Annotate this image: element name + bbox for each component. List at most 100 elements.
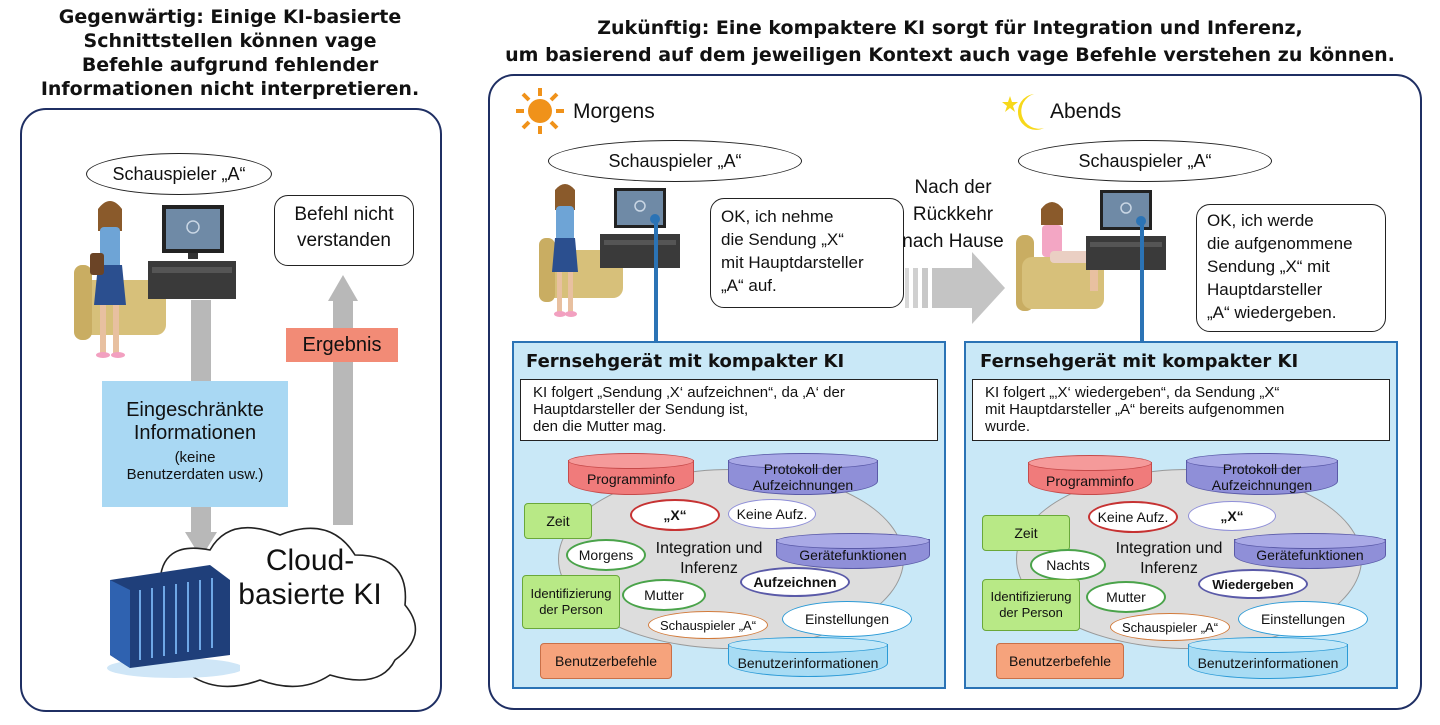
cloud-label-2: basierte KI (238, 578, 382, 611)
time-box: Zeit (982, 515, 1070, 551)
reply-box-left: Befehl nicht verstanden (274, 195, 414, 266)
info-line-2: Hauptdarsteller der Sendung ist, (533, 401, 749, 418)
person-identification-line-2: der Person (999, 605, 1063, 620)
left-title-line-3: Befehle aufgrund fehlender (81, 54, 379, 76)
action-oval: Wiedergeben (1198, 569, 1308, 599)
reply-line-1: OK, ich nehme (721, 207, 834, 226)
speech-bubble-actor-evening: Schauspieler „A“ (1018, 140, 1272, 182)
speech-bubble-text: Schauspieler „A“ (608, 151, 742, 171)
reply-line-3: Sendung „X“ mit (1207, 257, 1330, 276)
server-rack-icon (100, 560, 243, 680)
user-info-database: Benutzerinformationen (728, 637, 888, 677)
cloud-ai-label: Cloud- basierte KI (230, 544, 390, 612)
transition-label: Nach der Rückkehr nach Hause (898, 174, 1008, 255)
info-line-3: den die Mutter mag. (533, 418, 667, 435)
program-x-oval: „X“ (1188, 501, 1276, 531)
limited-info-sub-2: Benutzerdaten usw.) (126, 466, 264, 483)
database-label-line-1: Protokoll der (1222, 461, 1302, 477)
mother-oval: Mutter (622, 579, 706, 611)
database-label: Protokoll der Aufzeichnungen (1186, 461, 1338, 493)
left-title-line-2: Schnittstellen können vage (83, 30, 377, 52)
tv-link-dot-evening (1136, 216, 1146, 226)
user-commands-box: Benutzerbefehle (996, 643, 1124, 679)
database-label: Programminfo (1046, 473, 1134, 489)
database-label: Benutzerinformationen (1197, 655, 1339, 671)
up-arrow (328, 275, 358, 525)
right-arrow-icon (905, 252, 1005, 324)
user-info-database: Benutzerinformationen (1188, 637, 1348, 679)
recording-log-database: Protokoll der Aufzeichnungen (1186, 453, 1338, 495)
woman-sitting-icon (1012, 195, 1122, 315)
no-recording-oval: Keine Aufz. (728, 499, 816, 529)
speech-bubble-actor-morning: Schauspieler „A“ (548, 140, 802, 182)
sun-icon (514, 86, 566, 136)
limited-info-box: Eingeschränkte Informationen (keine Benu… (102, 381, 288, 507)
reply-line-4: „A“ auf. (721, 276, 777, 295)
database-label: Benutzerinformationen (737, 655, 879, 671)
programminfo-database: Programminfo (1028, 455, 1152, 495)
television-icon (1086, 190, 1166, 272)
speech-bubble-text: Schauspieler „A“ (1078, 151, 1212, 171)
actor-oval: Schauspieler „A“ (648, 611, 768, 639)
reply-line-2: die Sendung „X“ (721, 230, 844, 249)
integration-hub-label: Integration und Inferenz (642, 539, 776, 579)
device-functions-database: Gerätefunktionen (776, 533, 930, 569)
morning-label: Morgens (573, 100, 655, 123)
no-recording-oval: Keine Aufz. (1088, 501, 1178, 533)
actor-oval: Schauspieler „A“ (1110, 613, 1230, 641)
result-label: Ergebnis (286, 328, 398, 362)
reply-line-4: Hauptdarsteller (1207, 280, 1323, 299)
right-title-line-2: um basierend auf dem jeweiligen Kontext … (505, 44, 1395, 66)
mother-oval: Mutter (1086, 581, 1166, 613)
cloud-label-1: Cloud- (265, 544, 355, 577)
reply-line-1: OK, ich werde (1207, 211, 1314, 230)
settings-oval: Einstellungen (782, 601, 912, 637)
transition-line-3: nach Hause (902, 231, 1004, 252)
database-label-line-2: Aufzeichnungen (752, 477, 854, 493)
left-title-line-4: Informationen nicht interpretieren. (40, 78, 420, 100)
reply-line-1: Befehl nicht (294, 204, 394, 225)
tv-panel-title: Fernsehgerät mit kompakter KI (526, 351, 845, 372)
database-label-line-2: Aufzeichnungen (1211, 477, 1313, 493)
settings-oval: Einstellungen (1238, 601, 1368, 637)
action-oval: Aufzeichnen (740, 567, 850, 597)
time-oval: Morgens (566, 539, 646, 571)
transition-arrow (905, 252, 1005, 324)
reply-line-5: „A“ wiedergeben. (1207, 303, 1337, 322)
limited-info-sub-1: (keine (174, 449, 216, 466)
tv-panel-morning: Fernsehgerät mit kompakter KI KI folgert… (512, 341, 946, 689)
database-label: Gerätefunktionen (799, 547, 907, 563)
evening-label: Abends (1050, 100, 1122, 123)
tv-panel-title: Fernsehgerät mit kompakter KI (980, 351, 1299, 372)
moon-star-icon (998, 90, 1048, 134)
integration-hub-label: Integration und Inferenz (1102, 539, 1236, 579)
reply-box-evening: OK, ich werde die aufgenommene Sendung „… (1196, 204, 1386, 332)
tv-panel-evening: Fernsehgerät mit kompakter KI KI folgert… (964, 341, 1398, 689)
left-title: Gegenwärtig: Einige KI-basierte Schnitts… (0, 5, 460, 101)
inference-info-box: KI folgert „Sendung ‚X‘ aufzeichnen“, da… (520, 379, 938, 441)
speech-bubble-text: Schauspieler „A“ (112, 164, 246, 184)
person-identification-line-2: der Person (539, 602, 603, 617)
database-label: Gerätefunktionen (1256, 547, 1364, 563)
recording-log-database: Protokoll der Aufzeichnungen (728, 453, 878, 495)
transition-line-1: Nach der (914, 177, 992, 198)
person-identification-line-1: Identifizierung (990, 589, 1072, 604)
transition-line-2: Rückkehr (912, 204, 994, 225)
tv-link-dot-morning (650, 214, 660, 224)
database-label: Protokoll der Aufzeichnungen (728, 461, 878, 493)
tv-link-line-evening (1140, 220, 1144, 343)
programminfo-database: Programminfo (568, 453, 694, 495)
person-identification-box: Identifizierung der Person (522, 575, 620, 629)
user-commands-box: Benutzerbefehle (540, 643, 672, 679)
television-icon (600, 188, 680, 270)
person-identification-box: Identifizierung der Person (982, 579, 1080, 631)
woman-standing-icon (70, 195, 170, 365)
info-line-1: KI folgert „Sendung ‚X‘ aufzeichnen“, da… (533, 384, 845, 401)
device-functions-database: Gerätefunktionen (1234, 533, 1386, 569)
time-oval: Nachts (1030, 549, 1106, 581)
database-label-line-1: Protokoll der (763, 461, 843, 477)
info-line-2: mit Hauptdarsteller „A“ bereits aufgenom… (985, 401, 1285, 418)
limited-info-title-1: Eingeschränkte (126, 399, 264, 421)
info-line-3: wurde. (985, 418, 1031, 435)
person-identification-line-1: Identifizierung (530, 586, 612, 601)
